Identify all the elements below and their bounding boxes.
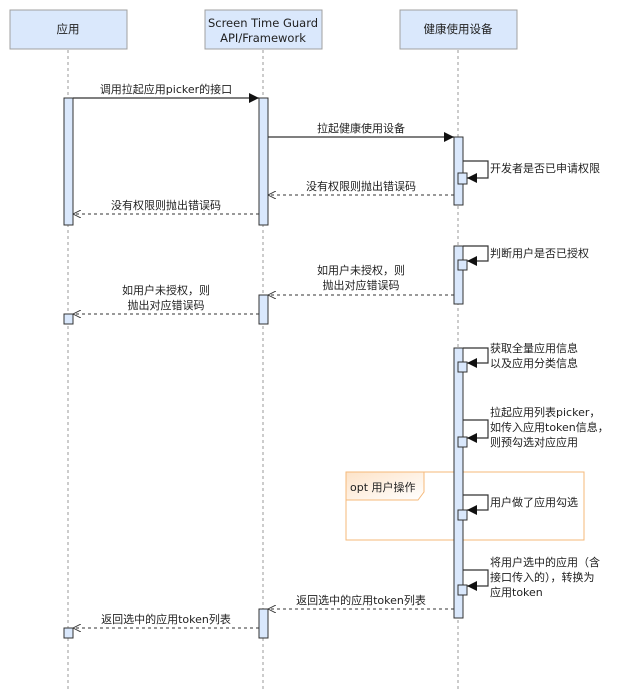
- activation-app-1: [63, 97, 74, 226]
- participant-app-label: 应用: [57, 22, 80, 36]
- activation-device-2-self: [457, 259, 468, 271]
- message-m14-label: 返回选中的应用token列表: [101, 612, 231, 626]
- message-m9-label-line1: 获取全量应用信息: [490, 341, 578, 355]
- message-m5-label: 没有权限则抛出错误码: [111, 198, 221, 212]
- activations: [63, 97, 468, 639]
- activation-framework-1: [258, 97, 269, 226]
- opt-fragment: opt 用户操作: [345, 471, 585, 541]
- activation-device-2: [453, 245, 464, 305]
- participant-app[interactable]: 应用: [9, 9, 128, 50]
- message-m10-label-line2: 如传入应用token信息，: [490, 420, 609, 434]
- message-m7-label-line1: 如用户未授权，则: [317, 263, 405, 277]
- message-m9[interactable]: 获取全量应用信息 以及应用分类信息: [463, 341, 578, 370]
- message-m7[interactable]: 如用户未授权，则 抛出对应错误码: [268, 263, 454, 295]
- message-m13[interactable]: 返回选中的应用token列表: [268, 593, 454, 609]
- message-m14[interactable]: 返回选中的应用token列表: [73, 612, 259, 628]
- activation-device-3-self-c: [457, 509, 468, 521]
- participant-framework[interactable]: Screen Time Guard API/Framework: [204, 9, 323, 50]
- activation-device-3-self-a: [457, 361, 468, 373]
- message-m11-label: 用户做了应用勾选: [490, 495, 578, 509]
- message-m6[interactable]: 判断用户是否已授权: [463, 245, 589, 266]
- message-m7-label-line2: 抛出对应错误码: [323, 278, 400, 292]
- message-m9-label-line2: 以及应用分类信息: [490, 356, 578, 370]
- participant-framework-label-line1: Screen Time Guard: [208, 16, 318, 30]
- activation-device-3-self-b: [457, 436, 468, 448]
- participant-device-label: 健康使用设备: [424, 22, 493, 36]
- message-m1-label: 调用拉起应用picker的接口: [100, 82, 232, 96]
- message-m12[interactable]: 将用户选中的应用（含 接口传入的），转换为 应用token: [463, 555, 600, 599]
- activation-app-2: [63, 313, 74, 325]
- activation-device-1-self: [457, 172, 468, 185]
- activation-framework-3: [258, 608, 269, 639]
- message-m11[interactable]: 用户做了应用勾选: [463, 494, 578, 515]
- activation-framework-2: [258, 294, 269, 325]
- activation-device-3-self-d: [457, 584, 468, 596]
- message-m2[interactable]: 拉起健康使用设备: [268, 121, 454, 142]
- message-m10-label-line3: 则预勾选对应应用: [490, 435, 578, 449]
- opt-fragment-tab: [345, 471, 425, 501]
- message-m4-label: 没有权限则抛出错误码: [306, 179, 416, 193]
- participant-framework-label-line2: API/Framework: [220, 31, 306, 45]
- message-m10-label-line1: 拉起应用列表picker，: [490, 405, 600, 419]
- message-m3-label: 开发者是否已申请权限: [490, 161, 600, 175]
- opt-fragment-frame: [345, 471, 585, 541]
- message-m13-label: 返回选中的应用token列表: [296, 593, 426, 607]
- opt-fragment-label: opt 用户操作: [350, 480, 416, 494]
- message-m5[interactable]: 没有权限则抛出错误码: [73, 198, 259, 214]
- message-m12-label-line3: 应用token: [490, 585, 543, 599]
- message-m8[interactable]: 如用户未授权，则 抛出对应错误码: [73, 283, 259, 314]
- message-m12-label-line2: 接口传入的），转换为: [490, 570, 595, 584]
- message-m8-label-line1: 如用户未授权，则: [122, 283, 210, 297]
- message-m4[interactable]: 没有权限则抛出错误码: [268, 179, 454, 195]
- participant-device[interactable]: 健康使用设备: [399, 9, 518, 50]
- activation-device-1: [453, 136, 464, 206]
- message-m10[interactable]: 拉起应用列表picker， 如传入应用token信息， 则预勾选对应应用: [463, 405, 609, 449]
- activation-app-3: [63, 627, 74, 639]
- message-m8-label-line2: 抛出对应错误码: [128, 298, 205, 312]
- message-m2-label: 拉起健康使用设备: [317, 121, 405, 135]
- message-m1[interactable]: 调用拉起应用picker的接口: [73, 82, 259, 103]
- message-m3[interactable]: 开发者是否已申请权限: [463, 160, 600, 183]
- message-m6-label: 判断用户是否已授权: [490, 246, 589, 260]
- message-m12-label-line1: 将用户选中的应用（含: [490, 555, 600, 569]
- activation-device-3: [453, 347, 464, 619]
